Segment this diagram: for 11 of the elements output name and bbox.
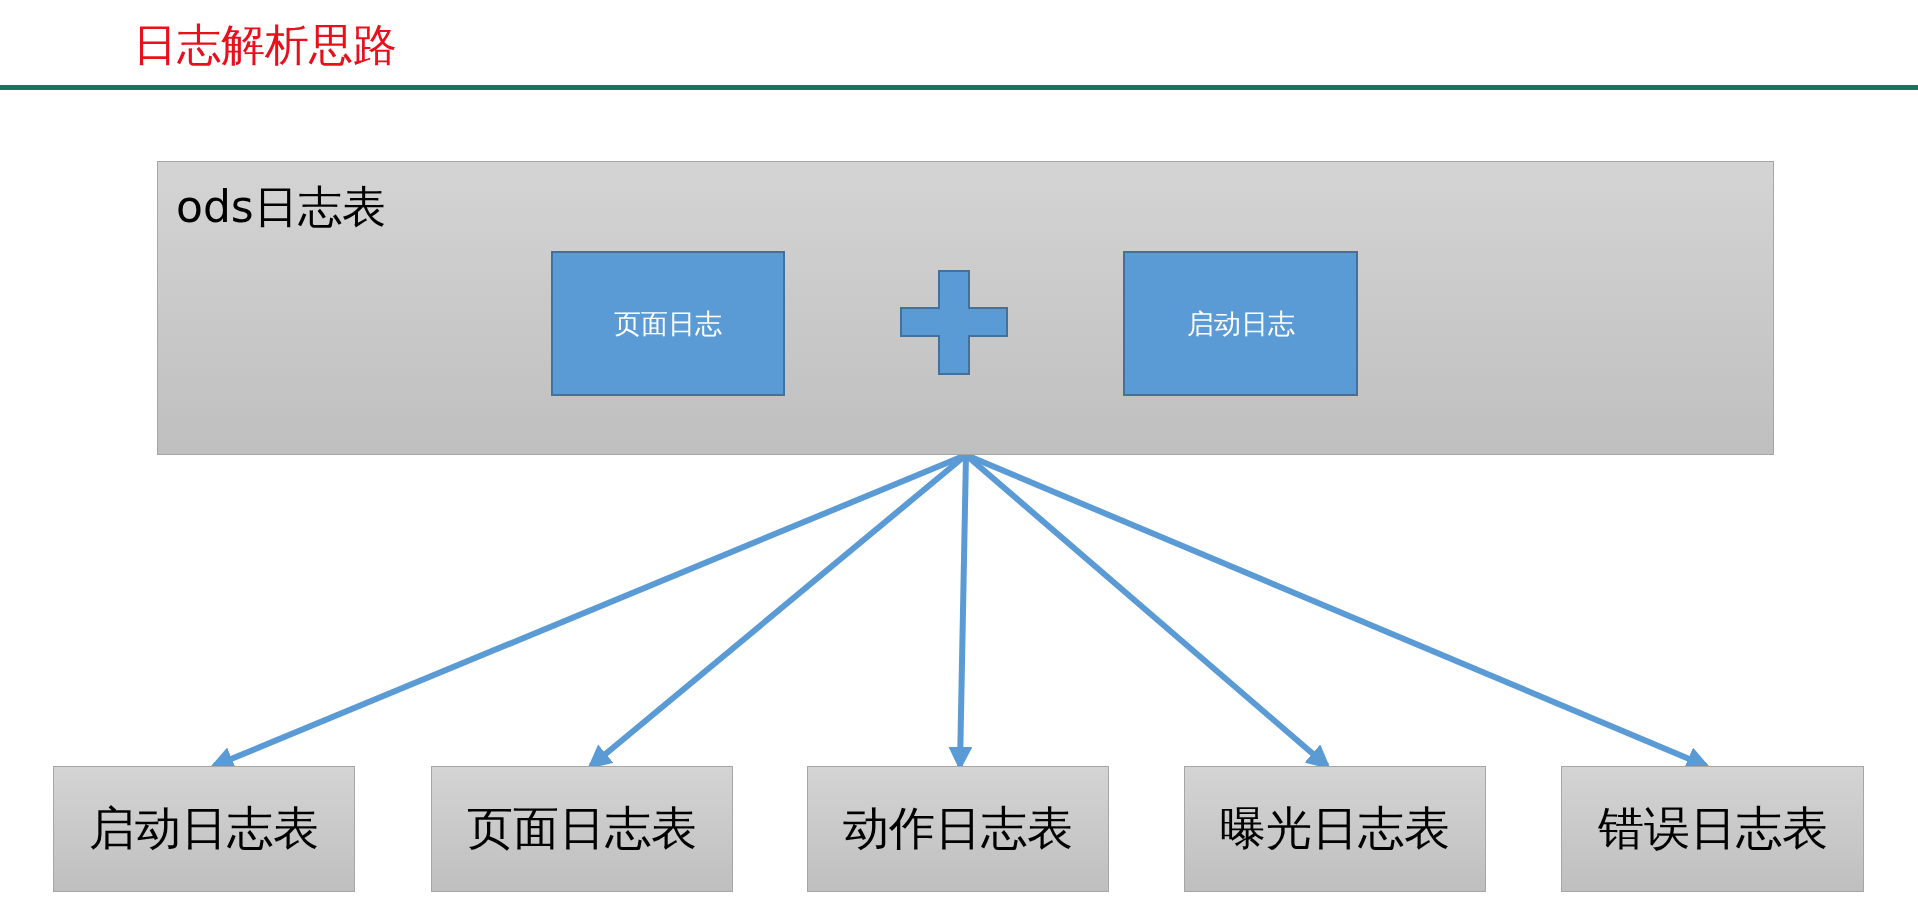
table-box: 页面日志表 <box>431 766 733 892</box>
plus-shape <box>900 270 1008 375</box>
log-box: 页面日志 <box>551 251 785 396</box>
table-panel <box>157 161 1774 455</box>
slide-title: 日志解析思路 <box>133 18 397 72</box>
panel-heading: ods日志表 <box>176 180 386 234</box>
log-box: 启动日志 <box>1123 251 1358 396</box>
table-box: 启动日志表 <box>53 766 355 892</box>
table-box: 曝光日志表 <box>1184 766 1486 892</box>
table-box: 错误日志表 <box>1561 766 1864 892</box>
table-box: 动作日志表 <box>807 766 1109 892</box>
